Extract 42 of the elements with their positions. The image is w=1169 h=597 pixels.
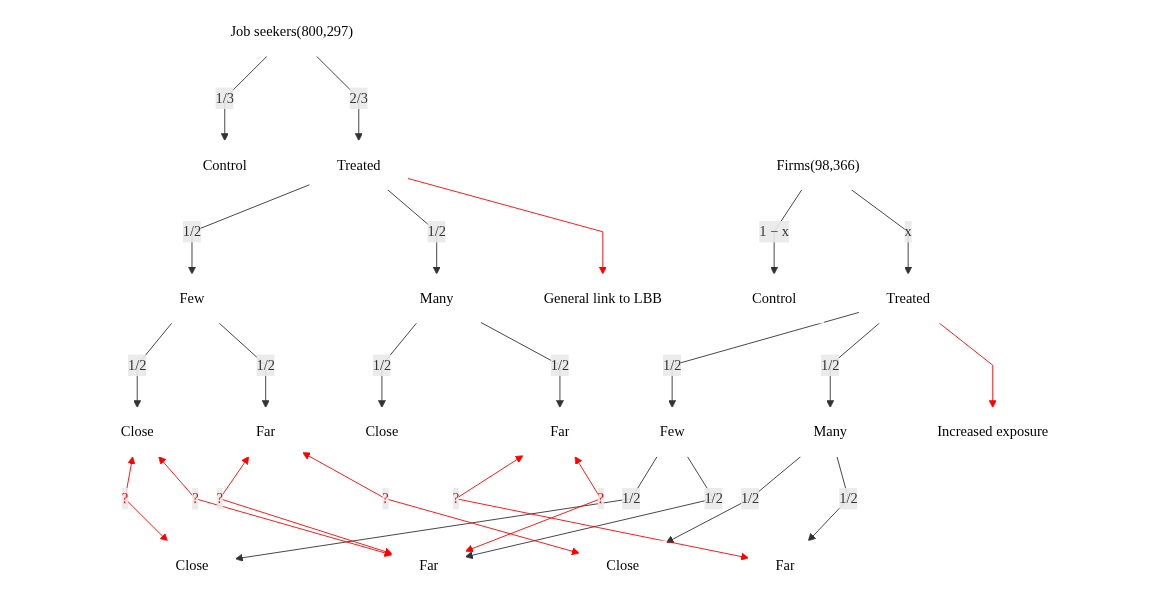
edge-label: 1/2 xyxy=(127,357,147,373)
node-text: Far xyxy=(256,423,276,440)
node-text: Far xyxy=(775,557,795,573)
edge-label: 1/2 xyxy=(704,490,723,506)
edge-label: 1/2 xyxy=(182,223,202,239)
node-text: Job seekers(800,297) xyxy=(230,23,354,39)
node-text: Control xyxy=(752,290,797,306)
edge-label: 1/2 xyxy=(662,357,682,373)
edge-label: x xyxy=(904,223,912,239)
node-text: Close xyxy=(606,557,640,573)
node-text: Control xyxy=(202,156,247,173)
node-text: Close xyxy=(120,423,154,440)
edge-label: 1/3 xyxy=(215,90,234,106)
edge-label: ? xyxy=(452,490,460,506)
edge-label: ? xyxy=(216,490,223,506)
node-text: Far xyxy=(419,557,439,573)
edge-label: 1/2 xyxy=(821,357,840,373)
edge-label: ? xyxy=(597,490,605,506)
edge-label: 1/2 xyxy=(740,490,760,506)
node-text: Far xyxy=(550,423,570,440)
edge-label: ? xyxy=(121,490,129,506)
node-text: Close xyxy=(365,423,399,440)
edge-label: ? xyxy=(382,490,389,506)
node-text: Treated xyxy=(886,290,930,306)
edge-label: 1/2 xyxy=(550,357,570,373)
edge-label: 1/2 xyxy=(427,223,446,239)
node-text: Few xyxy=(179,290,205,306)
edge-label: 1/2 xyxy=(839,490,858,506)
node-text: Firms(98,366) xyxy=(776,156,860,173)
node-text: Treated xyxy=(337,156,381,173)
node-text: Many xyxy=(813,423,848,440)
edge-label: 1/2 xyxy=(256,357,275,373)
edge-label: 1/2 xyxy=(372,357,392,373)
edge-label: 1 − x xyxy=(759,223,790,239)
node-text: Close xyxy=(175,557,209,573)
edge-label: 2/3 xyxy=(349,90,368,106)
node-text: General link to LBB xyxy=(543,290,662,306)
node-text: Increased exposure xyxy=(937,423,1049,440)
node-text: Few xyxy=(659,423,685,440)
edge-label: 1/2 xyxy=(622,490,641,506)
edge-label: ? xyxy=(192,490,199,506)
node-text: Many xyxy=(419,290,454,306)
